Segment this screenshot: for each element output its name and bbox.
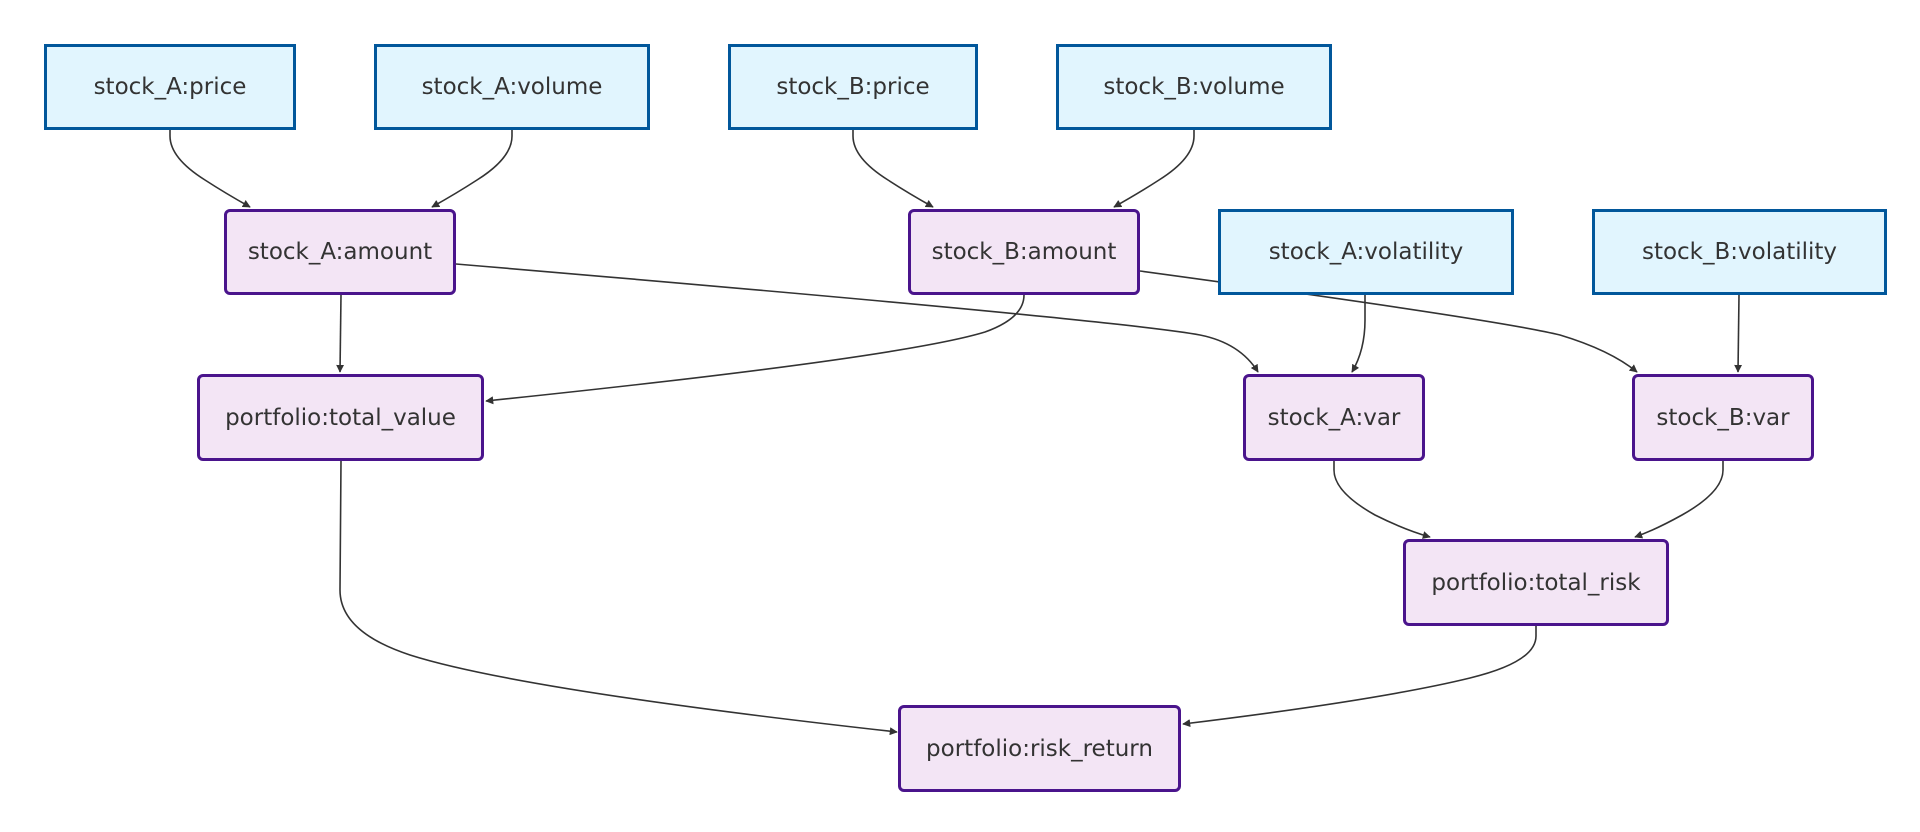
node-stock-b-amount: stock_B:amount <box>908 209 1140 295</box>
edge-a-price-to-a-amount <box>169 130 251 208</box>
edge-a-amount-to-total-value <box>336 294 345 373</box>
node-stock-a-var: stock_A:var <box>1243 374 1425 461</box>
edge-b-var-to-total-risk <box>1634 461 1724 539</box>
node-stock-b-var: stock_B:var <box>1632 374 1814 461</box>
edge-a-volatility-to-a-var <box>1351 295 1366 373</box>
node-stock-a-volatility: stock_A:volatility <box>1218 209 1514 295</box>
edge-b-volume-to-b-amount <box>1113 130 1195 208</box>
node-stock-a-amount: stock_A:amount <box>224 209 456 295</box>
node-stock-b-volatility: stock_B:volatility <box>1592 209 1887 295</box>
edge-b-volatility-to-b-var <box>1734 294 1743 373</box>
edge-a-amount-to-a-var <box>455 263 1259 373</box>
edge-b-amount-to-total-value <box>485 294 1025 405</box>
edge-total-value-to-risk-return <box>339 460 898 736</box>
node-stock-b-price: stock_B:price <box>728 44 978 130</box>
edge-a-volume-to-a-amount <box>431 130 513 208</box>
node-portfolio-total-risk: portfolio:total_risk <box>1403 539 1669 626</box>
edge-total-risk-to-risk-return <box>1182 626 1537 728</box>
node-portfolio-total-value: portfolio:total_value <box>197 374 484 461</box>
node-stock-b-volume: stock_B:volume <box>1056 44 1332 130</box>
node-stock-a-price: stock_A:price <box>44 44 296 130</box>
edge-a-var-to-total-risk <box>1333 461 1431 539</box>
node-stock-a-volume: stock_A:volume <box>374 44 650 130</box>
node-portfolio-risk-return: portfolio:risk_return <box>898 705 1181 792</box>
edge-b-price-to-b-amount <box>852 130 934 208</box>
